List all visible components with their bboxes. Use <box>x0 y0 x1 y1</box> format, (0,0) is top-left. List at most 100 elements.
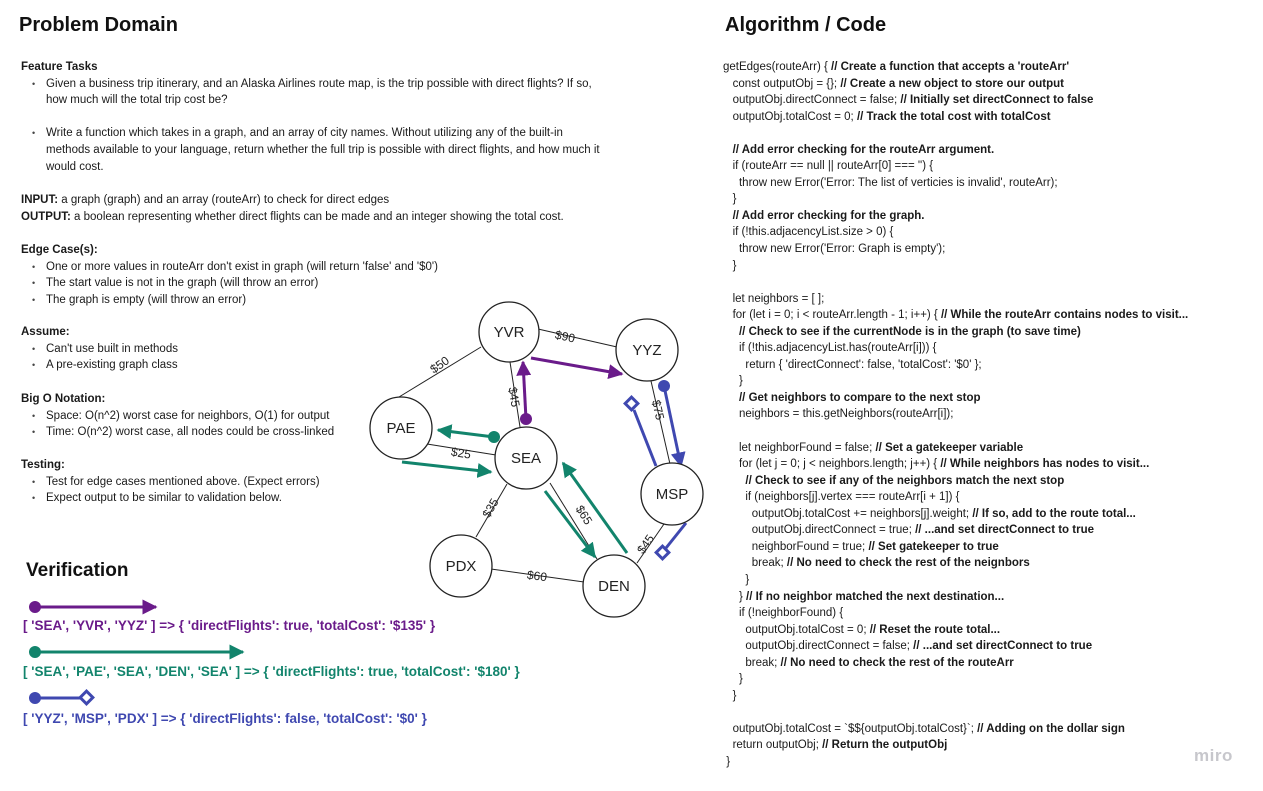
code-text <box>723 326 739 338</box>
node-pdx: PDX <box>429 534 493 598</box>
code-text: if (neighbors[j].vertex === routeArr[i +… <box>723 491 960 504</box>
node-label-pdx: PDX <box>446 558 477 575</box>
teal-start-dot <box>488 431 500 443</box>
node-sea: SEA <box>494 426 558 490</box>
input-label: INPUT: <box>21 194 59 206</box>
output-line: OUTPUT: a boolean representing whether d… <box>21 209 564 226</box>
blue-line-msp-den <box>664 522 688 549</box>
code-comment: // While neighbors has nodes to visit... <box>940 458 1150 471</box>
big-o-label: Big O Notation: <box>21 393 106 405</box>
code-text: if (!neighborFound) { <box>723 607 844 620</box>
code-text: for (let i = 0; i < routeArr.length - 1;… <box>723 309 941 322</box>
edge-case-item: The graph is empty (will throw an error) <box>32 292 438 309</box>
code-line: // Add error checking for the graph. <box>723 208 1188 225</box>
code-text: getEdges(routeArr) { <box>723 61 832 73</box>
code-line: if (!this.adjacencyList.size > 0) { <box>723 224 1188 241</box>
edge-case-item: The start value is not in the graph (wil… <box>32 275 438 292</box>
code-line: } <box>723 191 1188 208</box>
code-line: // Check to see if any of the neighbors … <box>723 473 1188 490</box>
code-text: } <box>723 590 747 603</box>
code-line: } <box>723 754 1188 771</box>
code-line: for (let j = 0; j < neighbors.length; j+… <box>723 456 1188 473</box>
node-label-sea: SEA <box>511 450 541 467</box>
edge-msp-den <box>636 523 665 564</box>
code-text: return { 'directConnect': false, 'totalC… <box>723 358 982 371</box>
output-text: a boolean representing whether direct fl… <box>70 210 564 223</box>
node-msp: MSP <box>640 462 704 526</box>
code-text <box>723 144 733 156</box>
code-text <box>723 392 739 404</box>
feature-task-item: Given a business trip itinerary, and an … <box>32 76 606 109</box>
code-text: } <box>723 259 737 272</box>
edge-label-msp-den: $45 <box>634 532 657 557</box>
node-yvr: YVR <box>478 301 540 363</box>
edge-yvr-pae <box>398 346 482 398</box>
code-text: if (routeArr == null || routeArr[0] === … <box>723 160 934 173</box>
code-text: outputObj.directConnect = false; <box>723 640 914 653</box>
edge-yyz-msp <box>650 380 671 465</box>
code-comment: // No need to check the rest of the neig… <box>786 557 1030 570</box>
code-comment: // If so, add to the route total... <box>972 507 1136 520</box>
code-line: // Check to see if the currentNode is in… <box>723 324 1188 341</box>
code-text: for (let j = 0; j < neighbors.length; j+… <box>723 458 941 471</box>
code-line: for (let i = 0; i < routeArr.length - 1;… <box>723 307 1189 324</box>
node-label-pae: PAE <box>387 420 416 437</box>
edge-label-sea-den: $65 <box>573 503 596 528</box>
code-text: const outputObj = {}; <box>723 77 841 90</box>
code-text: neighbors = this.getNeighbors(routeArr[i… <box>723 408 954 421</box>
node-label-yyz: YYZ <box>632 342 661 359</box>
code-comment: // Check to see if the currentNode is in… <box>738 325 1081 338</box>
assume-item: Can't use built in methods <box>32 341 178 358</box>
testing-label: Testing: <box>21 459 65 471</box>
code-comment: // Add error checking for the routeArr a… <box>732 143 995 156</box>
code-text: } <box>723 193 737 206</box>
code-text: let neighbors = [ ]; <box>723 292 825 305</box>
code-text: outputObj.totalCost += neighbors[j].weig… <box>723 507 973 520</box>
blue-route <box>623 380 688 561</box>
code-text: outputObj.directConnect = false; <box>723 94 901 107</box>
code-text: } <box>723 573 750 586</box>
blue-arrow-yyz-msp <box>662 385 686 468</box>
testing-item: Test for edge cases mentioned above. (Ex… <box>32 474 320 491</box>
edge-label-yyz-msp: $75 <box>649 399 667 422</box>
code-text: if (!this.adjacencyList.has(routeArr[i])… <box>723 342 937 355</box>
code-text: neighborFound = true; <box>723 540 869 553</box>
code-line: if (!this.adjacencyList.has(routeArr[i])… <box>723 340 1188 357</box>
assume-section: Assume: Can't use built in methods A pre… <box>21 324 178 374</box>
code-comment: // Check to see if any of the neighbors … <box>745 474 1065 487</box>
code-line: } // If no neighbor matched the next des… <box>723 589 1188 606</box>
edge-label-pdx-den: $60 <box>526 568 548 585</box>
code-comment: // If no neighbor matched the next desti… <box>746 590 1005 603</box>
code-text <box>723 210 733 222</box>
edge-pdx-den <box>490 568 585 583</box>
edge-cases-label: Edge Case(s): <box>21 244 98 256</box>
assume-label: Assume: <box>21 326 70 338</box>
code-comment: // ...and set directConnect to true <box>913 640 1093 653</box>
code-line: } <box>723 258 1188 275</box>
code-line: getEdges(routeArr) { // Create a functio… <box>723 59 1188 76</box>
testing-section: Testing: Test for edge cases mentioned a… <box>21 457 320 507</box>
code-line: let neighbors = [ ]; <box>723 291 1188 308</box>
blue-open-diamond-bottom <box>654 544 671 561</box>
code-comment: // Add error checking for the graph. <box>732 209 925 222</box>
code-comment: // While the routeArr contains nodes to … <box>940 309 1189 322</box>
code-text: throw new Error('Error: Graph is empty')… <box>723 243 946 256</box>
input-text: a graph (graph) and an array (routeArr) … <box>58 194 390 206</box>
code-line: return { 'directConnect': false, 'totalC… <box>723 357 1188 374</box>
node-pae: PAE <box>369 396 433 460</box>
edge-cases-section: Edge Case(s): One or more values in rout… <box>21 242 438 308</box>
edge-sea-pdx <box>475 483 508 538</box>
edge-label-yvr-pae: $50 <box>427 353 452 376</box>
code-line: break; // No need to check the rest of t… <box>723 555 1188 572</box>
code-line: if (neighbors[j].vertex === routeArr[i +… <box>723 489 1188 506</box>
verification-teal-legend <box>29 644 245 660</box>
big-o-item: Time: O(n^2) worst case, all nodes could… <box>32 424 334 441</box>
code-text: } <box>723 673 743 686</box>
code-line <box>723 704 1188 721</box>
teal-arrow-pae-sea <box>401 460 493 478</box>
code-text: outputObj.directConnect = true; <box>723 524 916 537</box>
code-line <box>723 274 1188 291</box>
teal-arrow-sea-pae <box>436 424 495 440</box>
code-text: throw new Error('Error: The list of vert… <box>723 176 1058 189</box>
edge-label-pae-sea: $25 <box>450 445 472 462</box>
